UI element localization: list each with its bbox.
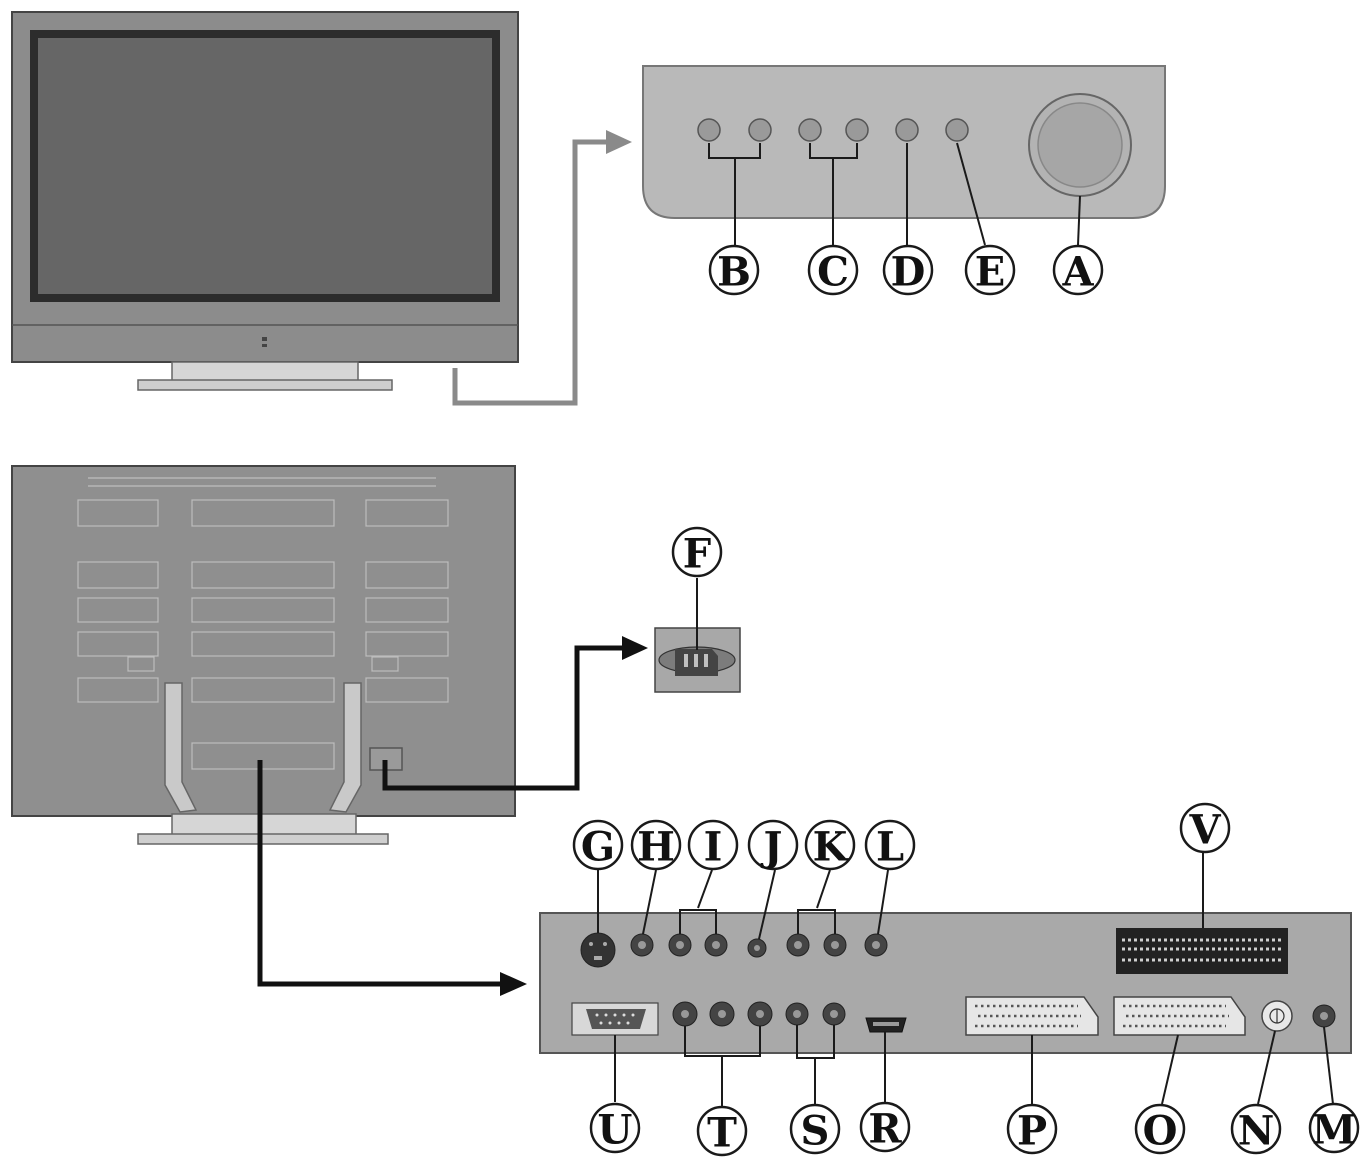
callout-a: A <box>1052 244 1104 296</box>
callout-t-label: T <box>707 1110 737 1157</box>
s-video-jack-icon[interactable] <box>580 932 616 968</box>
callout-i: I <box>687 819 739 871</box>
callout-j: J <box>747 819 799 871</box>
callout-d-label: D <box>891 249 926 296</box>
callout-n-label: N <box>1238 1108 1275 1155</box>
ac-power-socket-icon[interactable] <box>654 627 741 693</box>
callout-j-label: J <box>761 824 783 871</box>
callout-b-label: B <box>717 249 751 296</box>
callout-h-label: H <box>637 824 675 871</box>
button-c2[interactable] <box>845 118 869 142</box>
callout-v-label: V <box>1188 807 1221 854</box>
callout-m-label: M <box>1312 1107 1356 1154</box>
power-socket-arrow <box>382 636 648 791</box>
headphone-jack-m[interactable] <box>1312 1004 1336 1028</box>
callout-g: G <box>572 819 624 871</box>
callout-u-label: U <box>598 1107 633 1154</box>
callout-s: S <box>789 1103 841 1155</box>
callout-k: K <box>804 819 856 871</box>
scart-port-o[interactable] <box>1113 996 1246 1036</box>
front-control-panel <box>642 65 1166 219</box>
callout-t: T <box>696 1105 748 1157</box>
callout-v: V <box>1179 802 1231 854</box>
tv-front-icon <box>11 11 519 391</box>
button-d[interactable] <box>895 118 919 142</box>
callout-p: P <box>1006 1103 1058 1155</box>
connector-panel-arrow <box>257 760 527 996</box>
rear-leader-lines <box>597 853 1334 1106</box>
callout-o: O <box>1134 1103 1186 1155</box>
scart-port-v[interactable] <box>1116 928 1288 974</box>
callout-b: B <box>708 244 760 296</box>
callout-a-label: A <box>1061 249 1094 296</box>
callout-d: D <box>882 244 934 296</box>
callout-g-label: G <box>581 824 615 871</box>
button-b1[interactable] <box>697 118 721 142</box>
callout-s-label: S <box>801 1108 830 1155</box>
hdmi-port-icon[interactable] <box>865 1017 907 1033</box>
vga-port-icon[interactable] <box>571 1002 659 1036</box>
callout-h: H <box>630 819 682 871</box>
front-leader-lines <box>708 142 1081 246</box>
callout-e: E <box>964 244 1016 296</box>
callout-o-label: O <box>1143 1108 1178 1155</box>
callout-p-label: P <box>1017 1108 1047 1155</box>
button-b2[interactable] <box>748 118 772 142</box>
callout-k-label: K <box>813 824 849 871</box>
callout-u: U <box>589 1102 641 1154</box>
rear-connector-panel <box>539 912 1352 1054</box>
callout-f-label: F <box>683 531 711 578</box>
callout-c-label: C <box>817 249 849 296</box>
callout-m: M <box>1308 1102 1360 1154</box>
antenna-input-icon[interactable] <box>1261 1000 1293 1032</box>
scart-port-p[interactable] <box>965 996 1099 1036</box>
callout-n: N <box>1230 1103 1282 1155</box>
tv-rear-icon <box>11 465 516 845</box>
front-panel-arrow <box>452 130 632 406</box>
callout-l: L <box>864 819 916 871</box>
button-e[interactable] <box>945 118 969 142</box>
callout-r: R <box>859 1101 911 1153</box>
callout-l-label: L <box>876 824 904 871</box>
callout-r-label: R <box>868 1106 902 1153</box>
callout-i-label: I <box>704 824 723 871</box>
callout-c: C <box>807 244 859 296</box>
power-knob[interactable] <box>1028 93 1132 197</box>
front-buttons <box>697 118 969 142</box>
button-c1[interactable] <box>798 118 822 142</box>
callout-e-label: E <box>975 249 1006 296</box>
callout-f: F <box>671 526 723 578</box>
